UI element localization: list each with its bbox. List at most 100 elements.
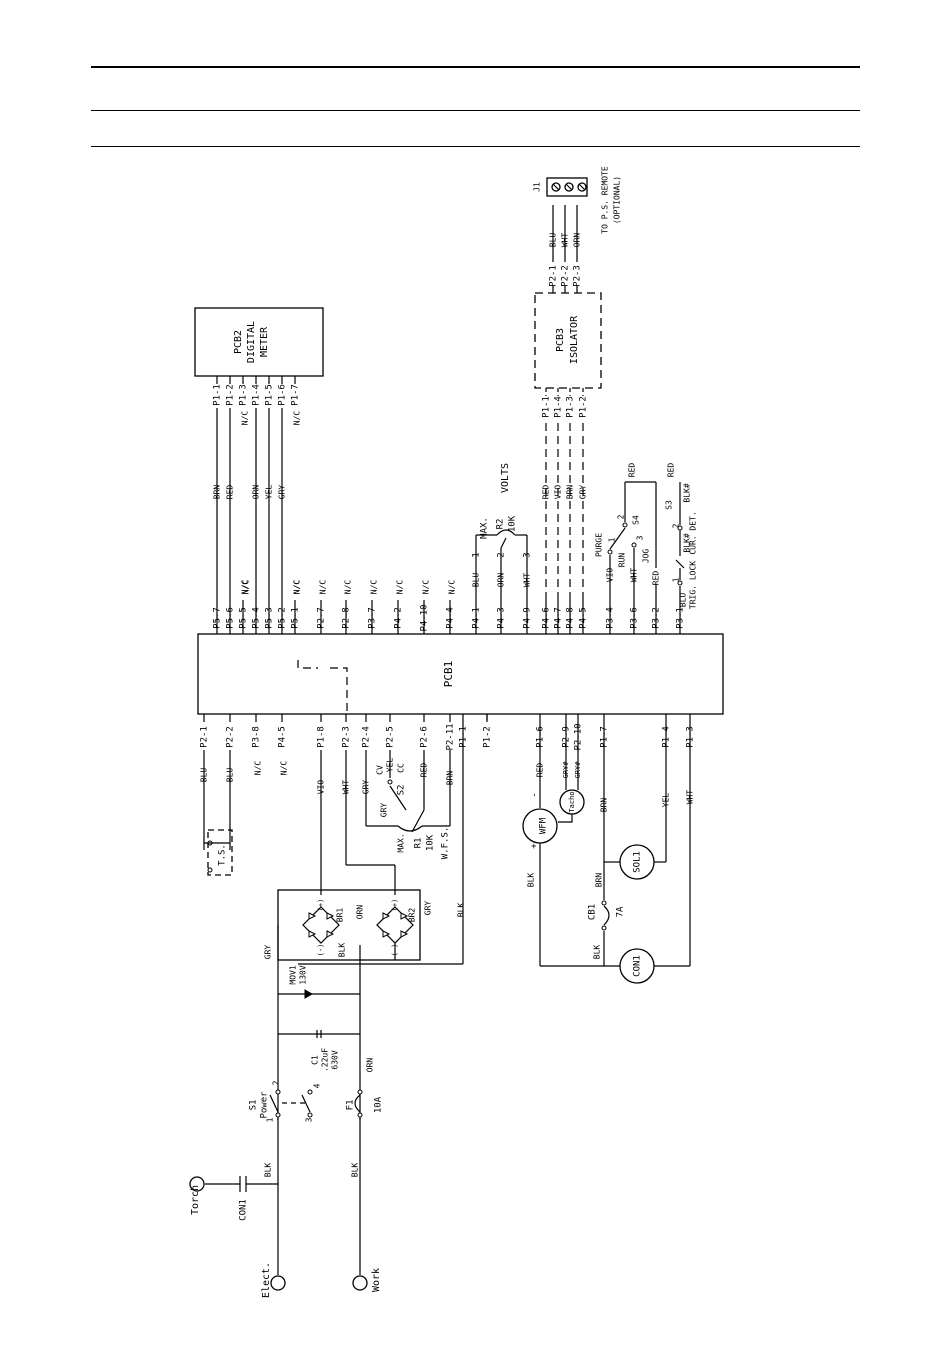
pcb3-out-pin-P2-3: P2-3 [573, 265, 583, 287]
br2-name: BR2 [408, 908, 417, 923]
pcb2-pin-P1-3: P1-3 [239, 384, 249, 406]
s2-cc: CC [397, 763, 406, 773]
pcb1-bottom-pin-P2-5: P2-5 [386, 726, 396, 748]
elect-blk: BLK [264, 1163, 273, 1178]
pcb1-top-wire-9: N/C [370, 580, 379, 595]
s4-vio: VIO [606, 568, 615, 583]
br-orn: ORN [356, 905, 365, 920]
r2-pin2: 2 [497, 552, 507, 557]
s4-p1: 1 [608, 537, 617, 542]
tacho-name: Tacho [568, 791, 576, 812]
pcb2-wire-label-4: YEL [265, 485, 274, 500]
pcb1-top-wire-12: N/C [448, 580, 457, 595]
s1-pin4 [307, 1089, 313, 1095]
s3-trig: TRIG. LOCK [689, 561, 698, 609]
pcb3-pin-P1-4: P1-4 [554, 396, 564, 418]
wfm-blk-label: BLK [527, 873, 536, 888]
s3-p2: 2 [672, 523, 681, 528]
r2-wire-orn: ORN [497, 573, 506, 588]
j1-note: TO P.S. REMOTE [601, 166, 610, 234]
r2-body [496, 529, 516, 536]
wfm-name: WFM [539, 817, 549, 834]
br2-diode [400, 912, 409, 920]
pcb1-internal-dash [297, 660, 318, 669]
pcb2-wire-label-0: BRN [213, 485, 222, 500]
brn-label: BRN [446, 771, 455, 786]
work-label: Work [371, 1268, 382, 1292]
pcb3-box [534, 292, 602, 389]
r2-value: 10K [508, 515, 518, 532]
s4-run: RUN [618, 553, 627, 568]
r1-name: R1 [414, 838, 424, 849]
cb1-rating: 7A [616, 906, 626, 917]
gry-label: GRY [362, 780, 371, 795]
pcb3-pin-P1-3: P1-3 [566, 396, 576, 418]
s2-blade [389, 785, 407, 811]
ts-dot2 [207, 867, 213, 873]
s4-red: RED [628, 463, 637, 478]
cb1-blk: BLK [593, 945, 602, 960]
pcb3-wire-label-2: BRN [566, 485, 575, 500]
s1-pin2 [275, 1089, 281, 1095]
nc-1: N/C [254, 761, 263, 776]
s1-p1: 1 [266, 1117, 275, 1122]
s3-blade [675, 559, 685, 569]
r2-pin3: 3 [523, 552, 533, 557]
blk-label: BLK [457, 903, 466, 918]
ts-box [207, 829, 233, 876]
pcb3-wire-label-1: VIO [554, 485, 563, 500]
pcb2-pin-P1-7: P1-7 [291, 384, 301, 406]
br1-minus: (-) [317, 944, 325, 957]
s4-purge: PURGE [595, 533, 604, 557]
pcb1-top-wire-6: N/C [293, 580, 302, 595]
s1-name: S1 [249, 1100, 259, 1111]
f1-fuse [354, 1094, 361, 1113]
r2-name: R2 [496, 519, 506, 530]
r2-wiper [500, 537, 507, 549]
gry-left-label: GRY [264, 945, 273, 960]
br1-body [302, 906, 340, 944]
s4-wht: WHT [630, 568, 639, 583]
s2-name: S2 [397, 785, 407, 796]
pcb1-bottom-pin-P3-8: P3-8 [252, 726, 262, 748]
j1-screw-slot [565, 183, 573, 191]
s3-blk: BLK# [683, 483, 692, 502]
pcb2-nc-2: N/C [293, 411, 302, 426]
br1-diode [308, 912, 317, 920]
pcb3-out-pin-P2-1: P2-1 [549, 265, 559, 287]
pcb1-bottom-pin-P2-4: P2-4 [362, 726, 372, 748]
s3-pin1 [677, 580, 683, 586]
wfm-plus: + [530, 843, 540, 849]
r2-wire-wht: WHT [523, 573, 532, 588]
s2-cv: CV [376, 765, 385, 775]
cb1-name: CB1 [588, 904, 598, 920]
r1-max: MAX. [397, 833, 406, 852]
pcb1-top-wire-10: N/C [396, 580, 405, 595]
j1-label: J1 [533, 182, 542, 192]
j1-screw-slot [578, 183, 586, 191]
torch-terminal [189, 1176, 205, 1192]
s1-p2: 2 [272, 1080, 281, 1085]
s3-name: S3 [665, 500, 674, 510]
f1-rating: 10A [374, 1096, 384, 1113]
s4-pin2 [622, 522, 628, 528]
mov1-rating: 130V [299, 965, 308, 984]
elect-terminal [270, 1275, 286, 1291]
con1-coil-name: CON1 [633, 955, 643, 977]
tacho-ret [558, 814, 573, 823]
pcb1-top-wire-7: N/C [319, 580, 328, 595]
j1-box [546, 177, 588, 197]
mov1-name: MOV1 [289, 965, 298, 984]
pcb1-top-wire-11: N/C [422, 580, 431, 595]
s4-blade [609, 527, 626, 550]
br1-plus: (+) [317, 899, 325, 912]
ts-blu1: BLU [200, 768, 209, 783]
pcb2-pin-P1-5: P1-5 [265, 384, 275, 406]
s3-blu: BLU [679, 593, 688, 608]
yel-label: YEL [386, 758, 395, 773]
work-terminal [352, 1275, 368, 1291]
pcb2-box [194, 307, 324, 377]
pcb1-bottom-pin-P4-5: P4-5 [278, 726, 288, 748]
r2-wire-blu: BLU [472, 573, 481, 588]
